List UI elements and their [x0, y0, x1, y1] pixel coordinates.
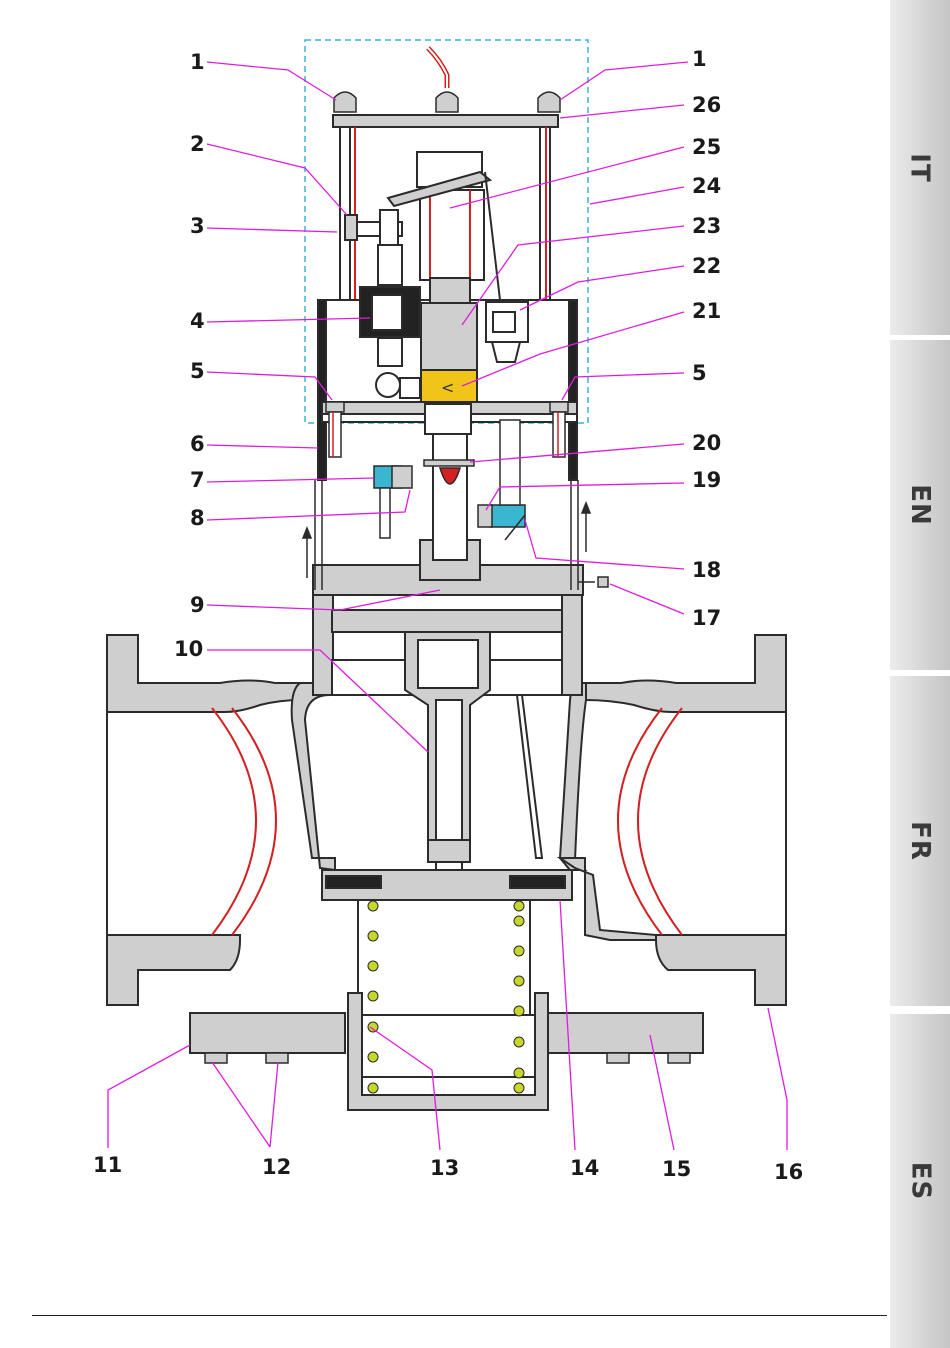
- tab-fr[interactable]: FR: [890, 676, 950, 1006]
- tab-es-label: ES: [905, 1162, 935, 1201]
- callout-8: 8: [190, 506, 205, 530]
- tab-it[interactable]: IT: [890, 0, 950, 335]
- callout-6: 6: [190, 432, 205, 456]
- callout-13: 13: [430, 1156, 459, 1180]
- callout-20: 20: [692, 431, 721, 455]
- callout-5-right: 5: [692, 361, 707, 385]
- valve-plug: [322, 870, 572, 900]
- stem-assembly: [405, 430, 490, 890]
- callout-15: 15: [662, 1157, 691, 1181]
- tab-en[interactable]: EN: [890, 340, 950, 670]
- callout-3: 3: [190, 214, 205, 238]
- callout-17: 17: [692, 606, 721, 630]
- callout-12: 12: [262, 1155, 291, 1179]
- callout-16: 16: [774, 1160, 803, 1184]
- lower-cage: [348, 900, 548, 1110]
- tab-es[interactable]: ES: [890, 1014, 950, 1348]
- callout-25: 25: [692, 135, 721, 159]
- callout-22: 22: [692, 254, 721, 278]
- callout-5-left: 5: [190, 359, 205, 383]
- callout-9: 9: [190, 593, 205, 617]
- tab-fr-label: FR: [905, 821, 935, 861]
- callout-7: 7: [190, 468, 205, 492]
- callout-1-right: 1: [692, 47, 707, 71]
- callout-26: 26: [692, 93, 721, 117]
- callout-2: 2: [190, 132, 205, 156]
- callout-21: 21: [692, 299, 721, 323]
- language-tab-bar: IT EN FR ES: [890, 0, 950, 1348]
- top-nuts: [334, 92, 560, 112]
- cylinder: [388, 152, 500, 303]
- callout-23: 23: [692, 214, 721, 238]
- tab-it-label: IT: [905, 153, 935, 182]
- callout-18: 18: [692, 558, 721, 582]
- callout-19: 19: [692, 468, 721, 492]
- tab-en-label: EN: [905, 484, 935, 526]
- coil-mark: <: [441, 378, 454, 397]
- callout-4: 4: [190, 309, 205, 333]
- callout-24: 24: [692, 174, 721, 198]
- callout-11: 11: [93, 1153, 122, 1177]
- callout-14: 14: [570, 1156, 599, 1180]
- callout-10: 10: [174, 637, 203, 661]
- callout-1-left: 1: [190, 50, 205, 74]
- footer-rule: [32, 1315, 887, 1316]
